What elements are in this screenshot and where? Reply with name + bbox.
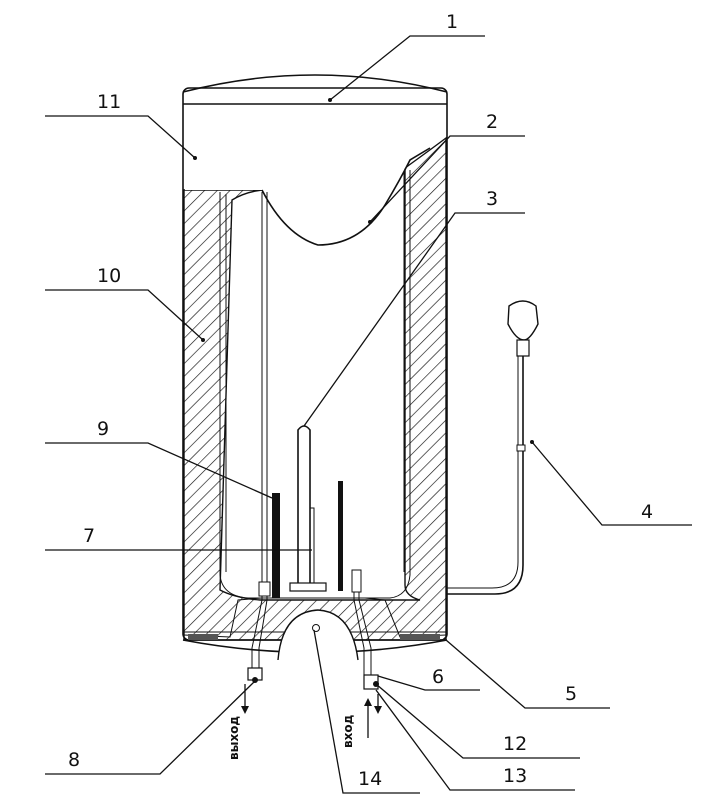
callout-11: 11 xyxy=(97,91,121,113)
inner-tank-cut xyxy=(261,147,431,246)
callout-10: 10 xyxy=(97,265,121,287)
callout-14: 14 xyxy=(358,768,382,790)
bottom-clip-right xyxy=(400,634,440,640)
callout-2: 2 xyxy=(486,111,498,133)
callout-12: 12 xyxy=(503,733,527,755)
callout-7: 7 xyxy=(83,525,95,547)
leader-4 xyxy=(531,441,692,526)
leader-11 xyxy=(45,115,196,159)
callout-4: 4 xyxy=(641,501,653,523)
leader-8 xyxy=(45,681,255,775)
flange xyxy=(289,582,327,592)
callout-1: 1 xyxy=(446,11,458,33)
outlet-arrow xyxy=(241,684,249,714)
leader-10 xyxy=(45,289,204,341)
leader-lines xyxy=(45,35,692,794)
leader-3 xyxy=(303,212,525,427)
control-cover xyxy=(277,609,359,661)
callout-3: 3 xyxy=(486,188,498,210)
callout-5: 5 xyxy=(565,683,577,705)
bottom-clip-left xyxy=(188,634,218,640)
anode-rod xyxy=(272,481,343,598)
leader-14 xyxy=(313,629,420,794)
leader-9 xyxy=(45,442,273,499)
inlet-label: вход xyxy=(341,714,355,748)
top-cover xyxy=(182,74,448,93)
leader-1 xyxy=(329,35,485,101)
callout-9: 9 xyxy=(97,418,109,440)
leader-12 xyxy=(375,683,580,759)
callout-6: 6 xyxy=(432,666,444,688)
inner-tank xyxy=(219,170,411,599)
plug-icon xyxy=(507,300,539,341)
leader-2 xyxy=(369,135,525,223)
leader-5 xyxy=(445,639,610,709)
insulation-layer xyxy=(183,136,447,641)
callout-dots xyxy=(193,98,534,444)
heating-element xyxy=(289,425,327,592)
inlet-arrow xyxy=(364,694,382,738)
outlet-pipe xyxy=(247,192,271,683)
inlet-pipe xyxy=(351,569,379,690)
leader-6 xyxy=(377,675,480,691)
callout-8: 8 xyxy=(68,749,80,771)
power-cord xyxy=(447,300,539,595)
leader-13 xyxy=(375,689,575,791)
outlet-label: выход xyxy=(227,716,241,760)
callout-13: 13 xyxy=(503,765,527,787)
